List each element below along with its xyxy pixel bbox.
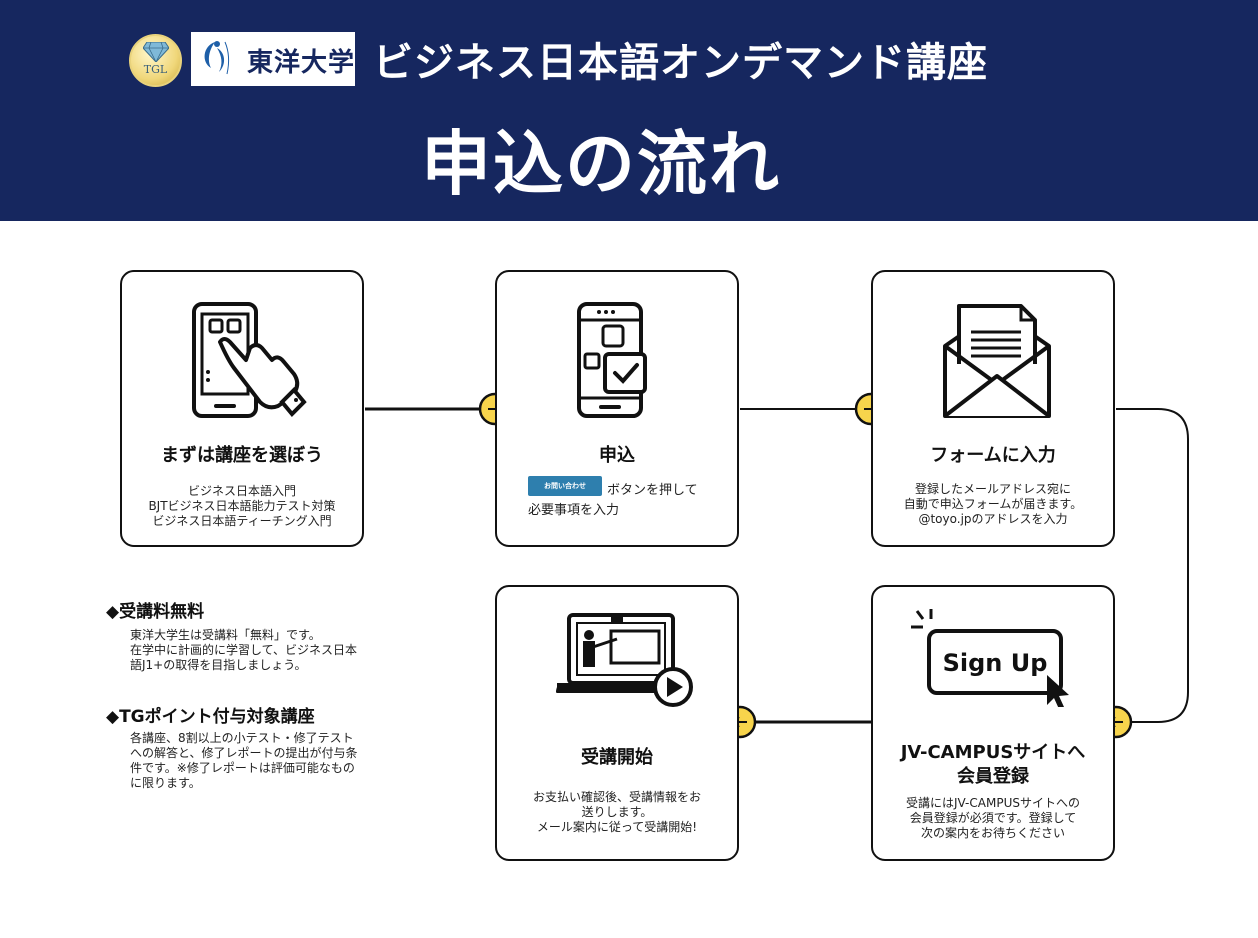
inquiry-button[interactable]: お問い合わせ: [528, 476, 602, 496]
step-card-form: フォームに入力 登録したメールアドレス宛に 自動で申込フォームが届きます。 @t…: [871, 270, 1115, 547]
note-line: 語J1+の取得を目指しましょう。: [130, 658, 307, 672]
phone-check-icon: [577, 302, 647, 418]
step-card-start-course: 受講開始 お支払い確認後、受講情報をお 送りします。 メール案内に従って受講開始…: [495, 585, 739, 861]
step-card-register: Sign Up JV-CAMPUSサイトへ 会員登録 受講にはJV-CAMPUS…: [871, 585, 1115, 861]
note-line: 東洋大学生は受講料「無料」です。: [130, 628, 321, 642]
diamond-icon: [143, 42, 169, 62]
step-line: 登録したメールアドレス宛に: [914, 482, 1071, 496]
step-line: 必要事項を入力: [528, 503, 620, 518]
step-title: 受講開始: [581, 747, 653, 768]
step-line: 送りします。: [581, 805, 653, 819]
university-name: 東洋大学: [247, 48, 356, 78]
toyo-university-logo: 東洋大学: [191, 32, 355, 86]
envelope-letter-icon: [943, 304, 1051, 418]
step-line: 受講にはJV-CAMPUSサイトへの: [906, 796, 1080, 810]
step-line: メール案内に従って受講開始!: [536, 820, 698, 834]
page-title: 申込の流れ: [421, 123, 781, 205]
note-line: への解答と、修了レポートの提出が付与条: [130, 746, 358, 760]
step-line: ボタンを押して: [607, 483, 698, 498]
step-line: @toyo.jpのアドレスを入力: [918, 512, 1068, 526]
step-title: JV-CAMPUSサイトへ: [900, 742, 1086, 763]
step-card-apply: 申込 お問い合わせ ボタンを押して 必要事項を入力: [495, 270, 739, 547]
note-line: 件です。※修了レポートは評価可能なもの: [130, 761, 355, 775]
step-line: 会員登録が必須です。登録して: [909, 811, 1077, 825]
note-heading-tg-point: ◆TGポイント付与対象講座: [106, 707, 315, 727]
header-banner: TGL 東洋大学 ビジネス日本語オンデマンド講座 申込の流れ: [0, 0, 1258, 221]
sign-up-text: Sign Up: [943, 649, 1048, 677]
note-line: に限ります。: [130, 776, 201, 790]
tap-phone-icon: [192, 302, 307, 418]
step-line: お支払い確認後、受講情報をお: [532, 790, 701, 804]
step-title: フォームに入力: [930, 445, 1056, 466]
note-line: 在学中に計画的に学習して、ビジネス日本: [130, 643, 358, 657]
step-line: 次の案内をお待ちください: [920, 826, 1065, 840]
tgl-logo-text: TGL: [143, 63, 168, 76]
step-card-choose-course: まずは講座を選ぼう ビジネス日本語入門 BJTビジネス日本語能力テスト対策 ビジ…: [120, 270, 364, 547]
connector-3-4: [1116, 408, 1189, 723]
step-line: ビジネス日本語ティーチング入門: [152, 514, 332, 528]
tgl-logo: TGL: [129, 34, 182, 87]
step-line: 自動で申込フォームが届きます。: [903, 497, 1083, 511]
step-title: まずは講座を選ぼう: [161, 445, 323, 466]
step-title: 申込: [599, 445, 635, 466]
toyo-mark-icon: [204, 41, 230, 75]
course-name: ビジネス日本語オンデマンド講座: [373, 40, 988, 86]
step-title: 会員登録: [957, 766, 1029, 787]
step-line: BJTビジネス日本語能力テスト対策: [148, 499, 336, 513]
step-line: ビジネス日本語入門: [187, 484, 296, 498]
note-line: 各講座、8割以上の小テスト・修了テスト: [130, 731, 354, 745]
laptop-lecture-icon: [556, 613, 693, 707]
sign-up-icon: Sign Up: [911, 609, 1069, 707]
note-heading-free: ◆受講料無料: [106, 602, 205, 622]
